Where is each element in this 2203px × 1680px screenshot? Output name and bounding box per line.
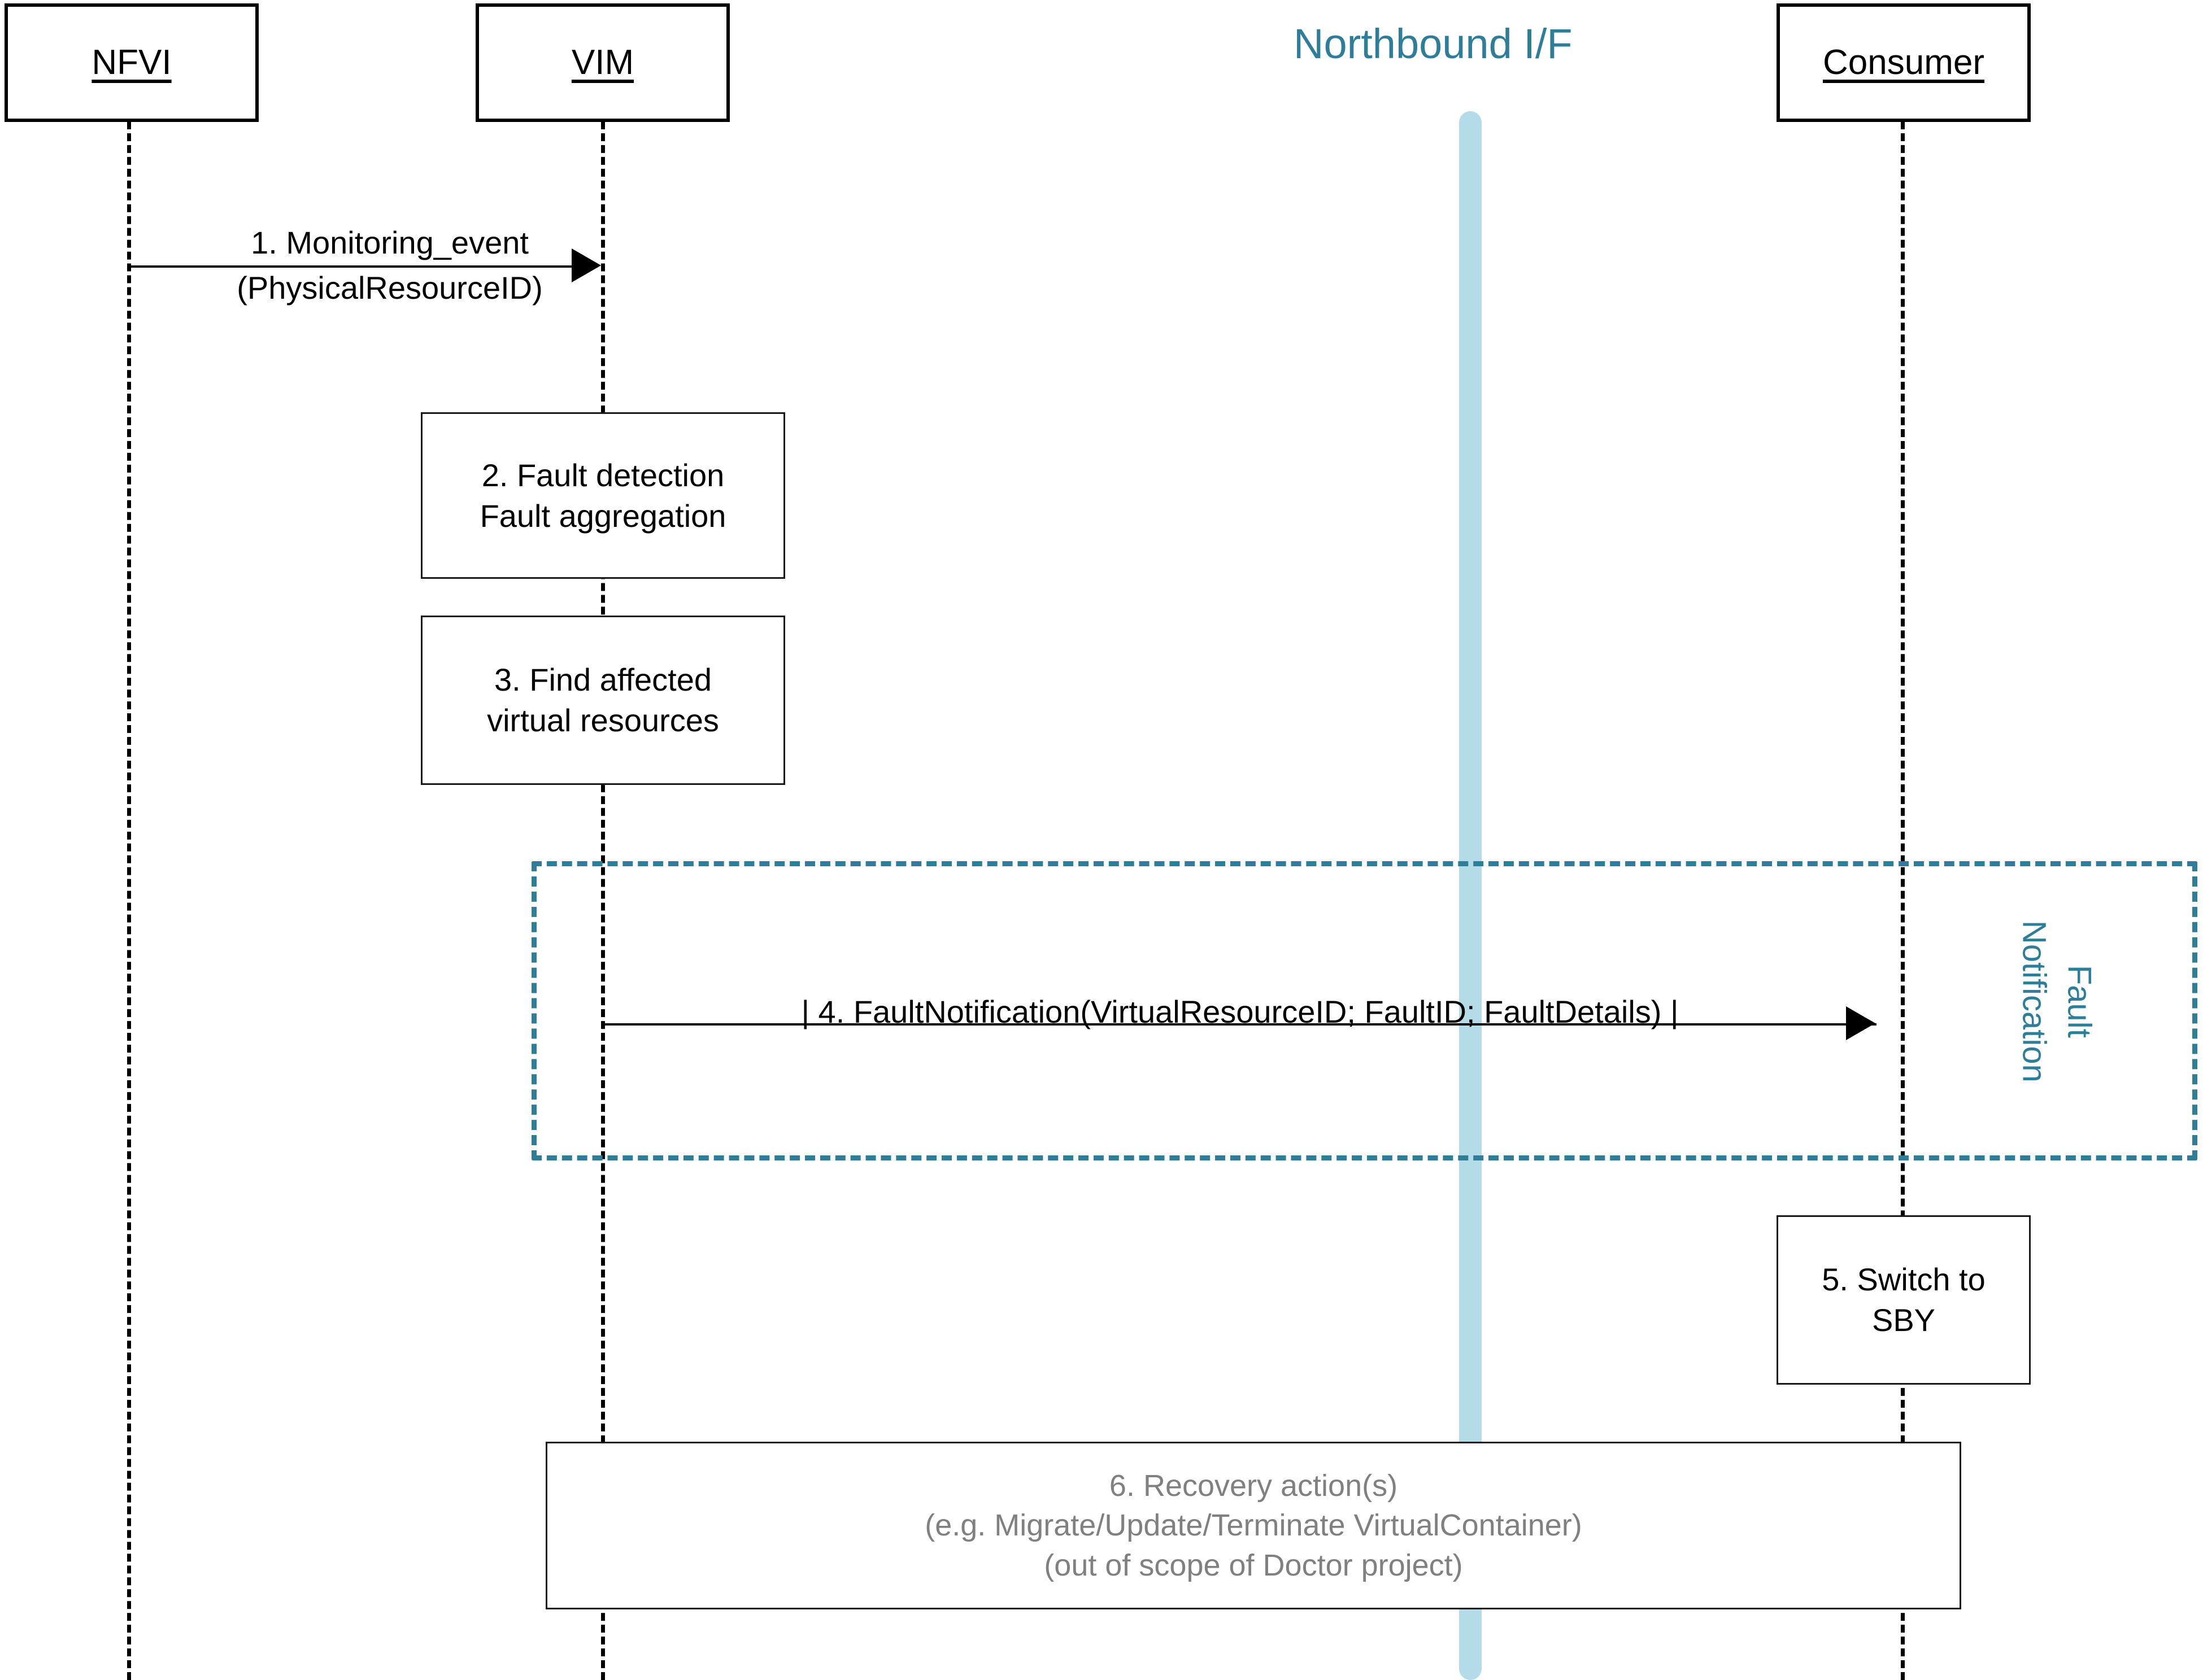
northbound-interface-bar (1459, 111, 1482, 1680)
participant-label-vim: VIM (571, 43, 634, 82)
activation-box-2[interactable]: 2. Fault detection Fault aggregation (421, 412, 785, 579)
activation-box-3-line2: virtual resources (487, 702, 719, 738)
fragment-frame-fault-notification (532, 861, 2197, 1160)
message-1-arrowhead (572, 248, 601, 282)
message-1-label-line2: (PhysicalResourceID) (237, 270, 543, 306)
participant-label-nfvi: NFVI (92, 43, 172, 82)
activation-box-3-line1: 3. Find affected (494, 662, 712, 698)
message-4-line (603, 1023, 1877, 1026)
lifeline-consumer (1901, 121, 1905, 1680)
activation-box-6[interactable]: 6. Recovery action(s) (e.g. Migrate/Upda… (546, 1442, 1961, 1609)
activation-box-3[interactable]: 3. Find affected virtual resources (421, 616, 785, 785)
activation-box-5-line2: SBY (1871, 1302, 1936, 1338)
activation-box-2-line2: Fault aggregation (480, 498, 726, 534)
activation-box-6-line1: 6. Recovery action(s) (1109, 1469, 1398, 1503)
lifeline-vim (601, 121, 605, 1680)
activation-box-5-line1: 5. Switch to (1822, 1262, 1986, 1298)
participant-box-nfvi[interactable]: NFVI (5, 3, 259, 122)
message-1-label-line1: 1. Monitoring_event (251, 225, 529, 260)
fragment-label-line2: Notification (2015, 920, 2053, 1083)
message-1-line (129, 265, 598, 268)
northbound-interface-title: Northbound I/F (1294, 20, 1573, 67)
fragment-label-line1: Fault (2061, 965, 2098, 1038)
participant-box-vim[interactable]: VIM (476, 3, 730, 122)
participant-box-consumer[interactable]: Consumer (1777, 3, 2031, 122)
message-4-arrowhead (1846, 1006, 1875, 1040)
activation-box-2-line1: 2. Fault detection (481, 457, 725, 493)
activation-box-6-line2: (e.g. Migrate/Update/Terminate VirtualCo… (925, 1508, 1582, 1543)
message-4-label: | 4. FaultNotification(VirtualResourceID… (801, 994, 1679, 1029)
activation-box-6-line3: (out of scope of Doctor project) (1044, 1548, 1463, 1582)
lifeline-nfvi (127, 121, 131, 1680)
activation-box-5[interactable]: 5. Switch to SBY (1777, 1215, 2031, 1385)
participant-label-consumer: Consumer (1823, 43, 1984, 82)
